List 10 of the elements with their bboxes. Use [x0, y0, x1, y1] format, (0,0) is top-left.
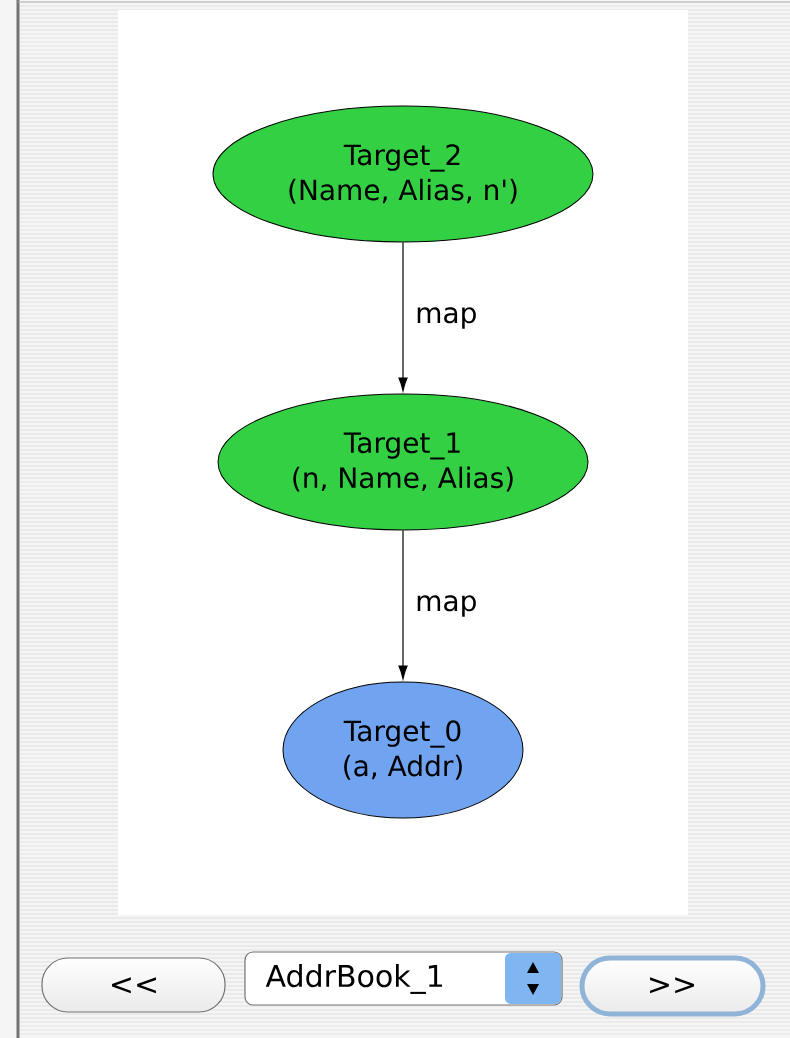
dropdown-menu: AddrBook_1	[244, 951, 563, 1006]
ellipse-node: Target_1 (n, Name, Alias)	[217, 393, 589, 531]
previous-button: <<	[41, 957, 226, 1013]
arrow	[398, 241, 408, 392]
next-button: >>	[579, 955, 766, 1017]
edge-label: map	[417, 595, 476, 617]
edge-label: map	[417, 307, 476, 329]
ellipse-node: Target_2 (Name, Alias, n')	[212, 105, 594, 243]
ellipse-node: Target_0 (a, Addr)	[282, 681, 524, 819]
arrow	[398, 529, 408, 680]
